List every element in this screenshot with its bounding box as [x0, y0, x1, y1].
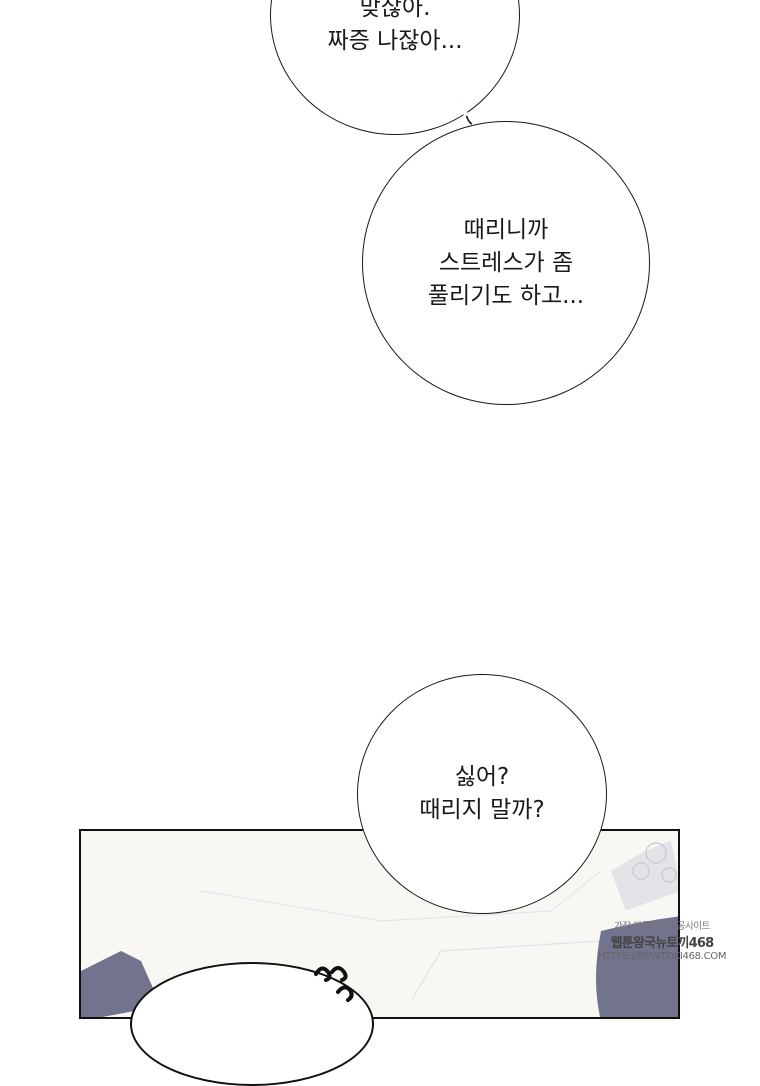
watermark-line-3: HTTPS://NEWTOKI468.COM: [597, 951, 727, 962]
speech-bubble-3-line-1: 싫어?: [454, 764, 510, 790]
sound-effect-squiggle: [314, 966, 354, 1002]
watermark-line-1: 가장 빠른 웹툰제공사이트: [614, 921, 710, 932]
watermark-line-2: 웹툰왕국뉴토끼468: [610, 936, 715, 951]
speech-bubble-3: 싫어? 때리지 말까?: [357, 674, 607, 914]
speech-bubble-1-line-1: 맞잖아.: [359, 0, 431, 21]
speech-bubble-1-line-2: 짜증 나잖아...: [327, 28, 463, 54]
speech-bubble-2-line-3: 풀리기도 하고...: [427, 282, 585, 309]
bubble-connector: [460, 99, 473, 125]
speech-bubble-2: 때리니까 스트레스가 좀 풀리기도 하고...: [362, 121, 650, 405]
speech-bubble-2-line-2: 스트레스가 좀: [438, 249, 574, 276]
site-watermark: 가장 빠른 웹툰제공사이트 웹툰왕국뉴토끼468 HTTPS://NEWTOKI…: [596, 918, 728, 962]
speech-bubble-2-line-1: 때리니까: [463, 216, 549, 243]
speech-bubble-3-line-2: 때리지 말까?: [419, 797, 545, 823]
